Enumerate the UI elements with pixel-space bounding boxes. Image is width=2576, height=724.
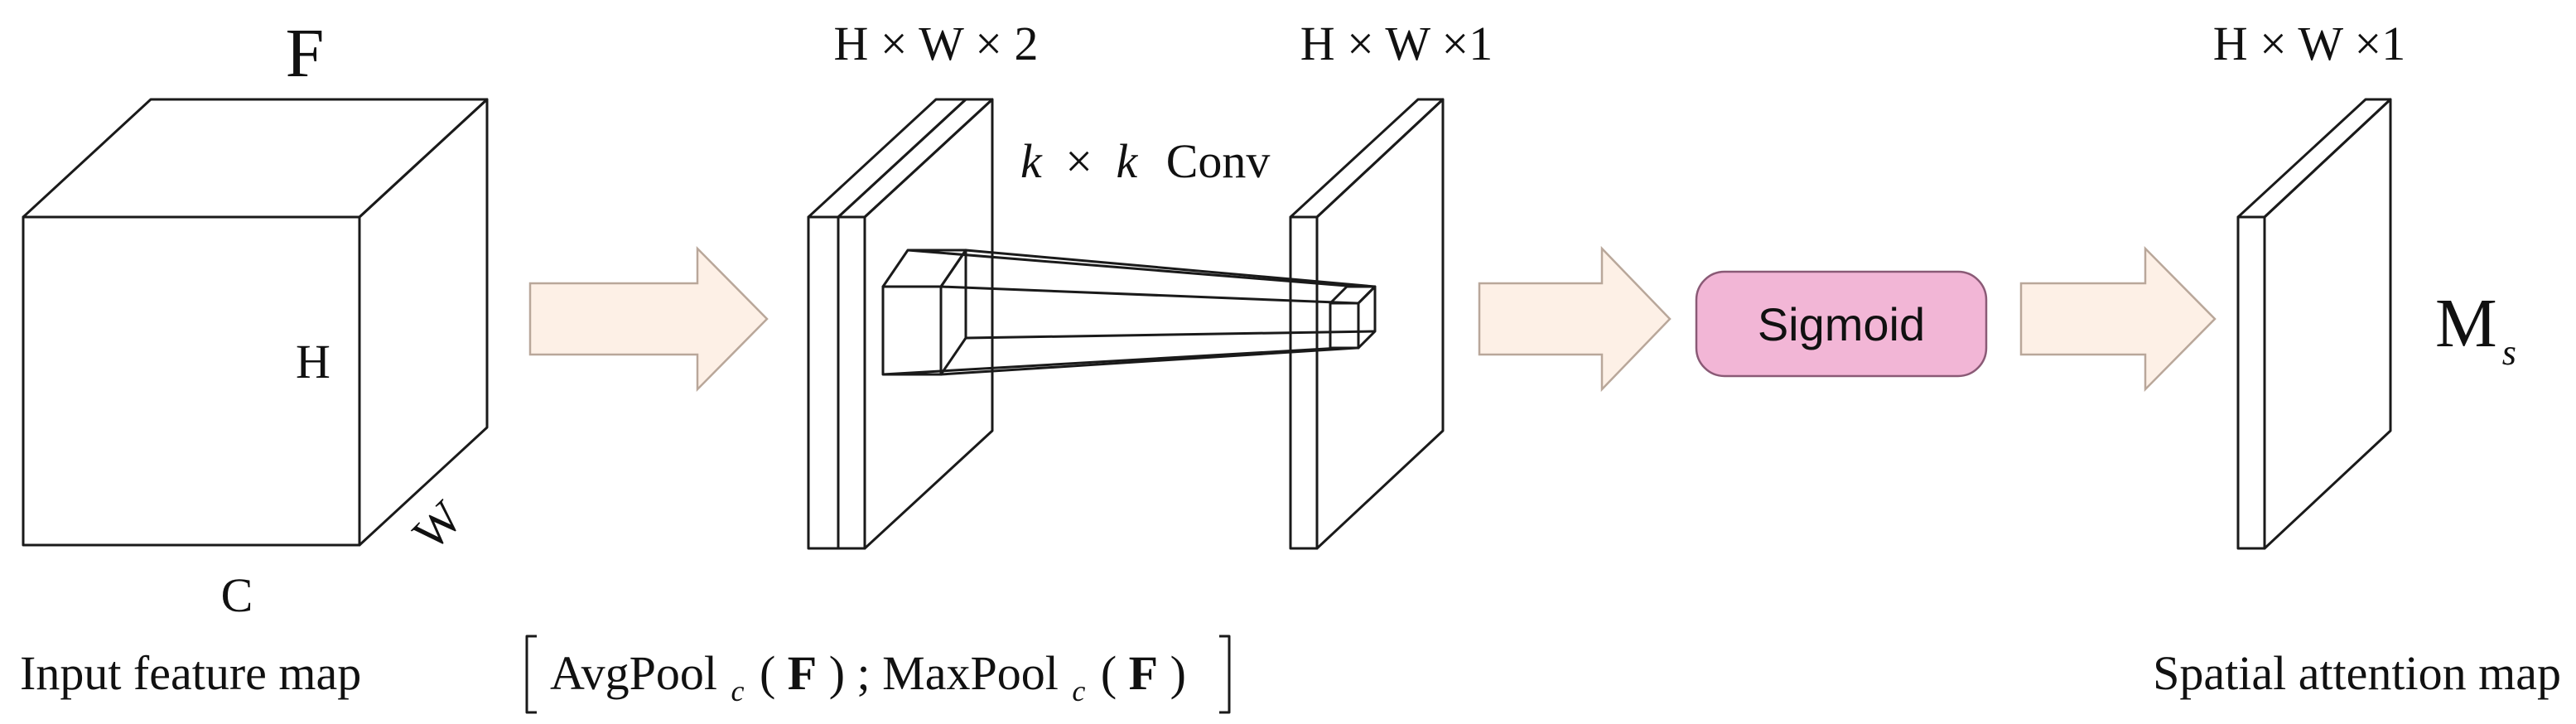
conv-k2: k [1116, 134, 1138, 188]
caption-paren-close-1: ) [829, 646, 845, 700]
output-caption: Spatial attention map [2153, 646, 2561, 700]
caption-paren-open-1: ( [760, 646, 775, 700]
arrow-3 [2019, 245, 2217, 393]
caption-maxpool: MaxPool [882, 646, 1059, 700]
output-dims-label: H × W ×1 [2213, 17, 2405, 70]
sigmoid-box [1695, 270, 1988, 378]
output-symbol: M [2435, 285, 2497, 362]
caption-avgpool-sub: c [731, 674, 744, 707]
caption-paren-close-2: ) [1170, 646, 1186, 700]
caption-avgpool: AvgPool [550, 646, 717, 700]
input-title-label: F [286, 15, 325, 92]
input-channel-label: C [221, 568, 253, 622]
caption-bracket-left [525, 635, 537, 714]
conv-kernel-cube [881, 249, 967, 376]
cube-top-face [22, 98, 489, 219]
pooled-planes [807, 98, 994, 550]
conv-k1: k [1020, 134, 1043, 188]
conv-word: Conv [1166, 134, 1271, 188]
avgpool-plane-top [807, 98, 967, 219]
caption-separator: ; [857, 646, 871, 700]
avgpool-plane-front [807, 215, 840, 550]
caption-f-1: F [788, 646, 817, 700]
caption-maxpool-sub: c [1072, 674, 1085, 707]
conv-output-dims-label: H × W ×1 [1300, 17, 1493, 70]
spatial-attention-plane [2236, 98, 2392, 550]
cube-right-face [358, 98, 489, 547]
svg-text:AvgPool c (: AvgPool c ( F ) ; MaxPool c ( F ) [550, 646, 1186, 712]
conv-output-plane [1289, 98, 1445, 550]
output-symbol-label: M s [2435, 285, 2516, 373]
output-symbol-sub: s [2502, 332, 2516, 373]
arrow-2 [1478, 245, 1672, 393]
conv-projection-lines [882, 249, 1376, 376]
attention-plane-top [2236, 98, 2392, 219]
caption-f-2: F [1129, 646, 1158, 700]
arrow-1 [528, 245, 769, 393]
attention-plane-strip [2236, 215, 2266, 550]
maxpool-plane-top [837, 98, 994, 219]
input-caption: Input feature map [20, 646, 361, 700]
input-width-label: W [403, 490, 473, 561]
input-feature-cube [22, 98, 489, 547]
maxpool-plane-strip [837, 215, 866, 550]
conv-output-cell [1329, 285, 1377, 350]
pooled-dims-label: H × W × 2 [834, 17, 1039, 70]
attention-plane-face [2263, 98, 2392, 550]
conv-kernel-label: k × k Conv [1020, 134, 1270, 188]
caption-paren-open-2: ( [1101, 646, 1117, 700]
pooled-caption: AvgPool c ( F ) ; MaxPool c ( F ) [525, 635, 1231, 714]
conv-times: × [1065, 134, 1093, 188]
cube-front-face [22, 215, 361, 547]
sigmoid-label: Sigmoid [1758, 298, 1925, 350]
caption-bracket-right [1219, 635, 1231, 714]
input-height-label: H [296, 335, 330, 389]
